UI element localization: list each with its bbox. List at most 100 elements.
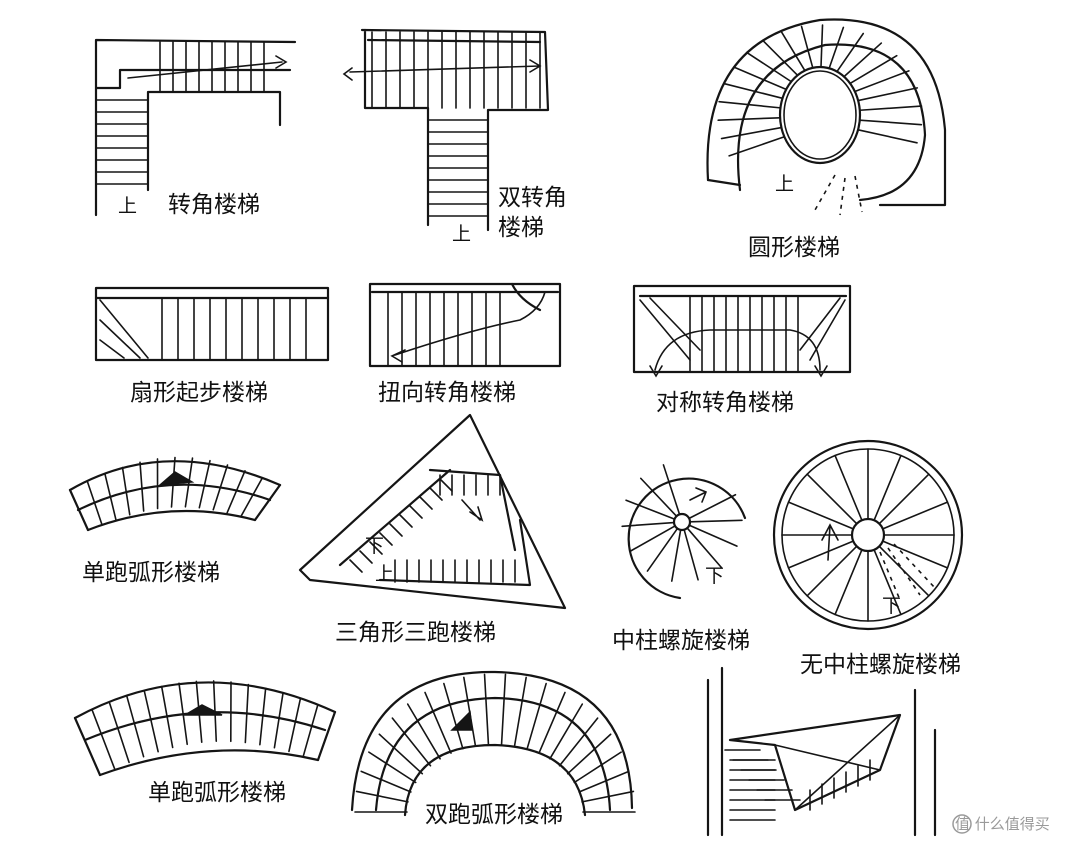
single-arc-stair-sketch-1: 单跑弧形楼梯 [68, 456, 282, 586]
circular-stair-label: 圆形楼梯 [748, 235, 840, 261]
stair-tread-line [91, 709, 116, 770]
stair-tread-line [566, 733, 612, 775]
up-mark: 上 [452, 223, 471, 245]
double-arc-label: 双跑弧形楼梯 [425, 802, 563, 828]
stair-tread-line [409, 505, 423, 519]
stair-tread-line [419, 496, 433, 510]
stair-tread-line [787, 540, 855, 569]
stair-tread-line [254, 484, 281, 521]
watermark-text: 值 什么值得买 [955, 815, 1050, 833]
stair-tread-line [399, 514, 413, 528]
stair-tread-line [139, 461, 145, 512]
stair-tread-line [800, 25, 814, 69]
circular-stair-sketch: 上 圆形楼梯 [706, 18, 947, 261]
stair-tread-line [558, 717, 599, 767]
stair-tread-line [857, 129, 918, 144]
stair-tread-line [843, 42, 883, 78]
stair-tread-line [121, 466, 131, 516]
stair-tread-line [717, 116, 781, 122]
stair-tread-line [573, 751, 622, 784]
stair-tread-line [349, 559, 363, 573]
stair-tread-line [108, 702, 130, 764]
stair-tread-line [820, 24, 824, 68]
stair-tread-line [389, 523, 403, 537]
up-mark: 上 [775, 173, 794, 195]
double-arc-stair-sketch: 双跑弧形楼梯 [350, 670, 636, 828]
stair-tread-line [288, 698, 302, 753]
stair-tread-line [273, 692, 284, 749]
stair-tread-line [226, 470, 246, 514]
stair-tread-line [873, 548, 902, 616]
stair-tread-line [379, 532, 393, 546]
stair-tread-line [854, 70, 910, 93]
stair-tread-line [378, 733, 424, 775]
watermark: 值 什么值得买 [952, 814, 1050, 834]
stair-tread-line [732, 66, 787, 91]
stair-tread-line [424, 691, 452, 754]
stair-tread-line [683, 528, 699, 581]
twist-corner-stair-sketch: 扭向转角楼梯 [368, 282, 562, 406]
triangle-stair-label: 三角形三跑楼梯 [335, 620, 496, 646]
stair-tread-line [212, 464, 229, 511]
stair-tread-line [500, 673, 507, 745]
stair-tread-line [806, 473, 858, 525]
down-mark: 下 [882, 595, 901, 617]
stair-tread-line [538, 691, 566, 754]
fan-start-label: 扇形起步楼梯 [130, 380, 268, 406]
stair-tread-line [834, 548, 863, 616]
stair-tread-line [688, 524, 738, 547]
stair-tread-line [483, 673, 490, 745]
stair-tread-line [198, 459, 211, 509]
stair-tread-line [406, 703, 441, 760]
symmetric-corner-label: 对称转角楼梯 [656, 390, 794, 416]
single-arc-stair-sketch-2: 单跑弧形楼梯 [73, 680, 337, 806]
stair-tread-line [787, 501, 855, 530]
stair-tread-line [780, 30, 806, 72]
single-arc-label-2: 单跑弧形楼梯 [148, 780, 286, 806]
stair-tread-line [86, 481, 103, 526]
stair-tread-line [360, 770, 412, 793]
stair-tread-line [104, 473, 117, 521]
stair-tread-line [526, 682, 547, 750]
stair-tread-line [439, 478, 453, 492]
stair-tread-line [857, 87, 919, 102]
stair-tread-line [126, 696, 145, 758]
stair-tread-line [849, 54, 898, 85]
stair-tread-line [368, 751, 417, 784]
stair-tread-line [689, 519, 743, 523]
stair-tread-line [443, 682, 464, 750]
stair-tread-line [688, 493, 737, 520]
stair-tread-line [881, 540, 949, 569]
triangle-stair-sketch: 下 上 三角形三跑楼梯 [298, 413, 567, 646]
stair-tread-line [639, 299, 691, 361]
center-spiral-stair-sketch: 下 中柱螺旋楼梯 [612, 464, 750, 654]
stair-tread-line [723, 82, 784, 100]
stair-tread-line [873, 454, 902, 522]
stair-tread-line [513, 676, 527, 747]
stair-tread-line [578, 770, 630, 793]
fan-start-stair-sketch: 扇形起步楼梯 [94, 286, 330, 406]
stair-tread-line [160, 685, 174, 749]
stair-tread-line [878, 473, 930, 525]
stair-tread-line [302, 704, 319, 757]
watermark-logo-icon [952, 814, 972, 834]
stair-tread-line [369, 541, 383, 555]
double-corner-label-2: 楼梯 [498, 215, 544, 241]
stair-tread-line [74, 717, 101, 776]
stair-tread-line [359, 550, 373, 564]
stair-tread-line [391, 717, 432, 767]
down-mark: 下 [705, 565, 724, 587]
up-mark: 上 [118, 195, 137, 217]
stair-tread-line [836, 32, 865, 73]
no-center-spiral-stair-sketch: 下 无中柱螺旋楼梯 [772, 439, 964, 678]
stair-tread-line [625, 499, 676, 520]
corner-stair-label: 转角楼梯 [168, 192, 260, 218]
stair-tread-line [581, 790, 635, 803]
double-corner-stair-sketch: 上 双转角 楼梯 [342, 28, 567, 245]
stair-tread-line [143, 690, 159, 753]
stair-tread-line [720, 126, 783, 140]
stair-tread-line [178, 682, 188, 746]
stair-tread-line [881, 501, 949, 530]
stair-tread-line [244, 683, 250, 744]
